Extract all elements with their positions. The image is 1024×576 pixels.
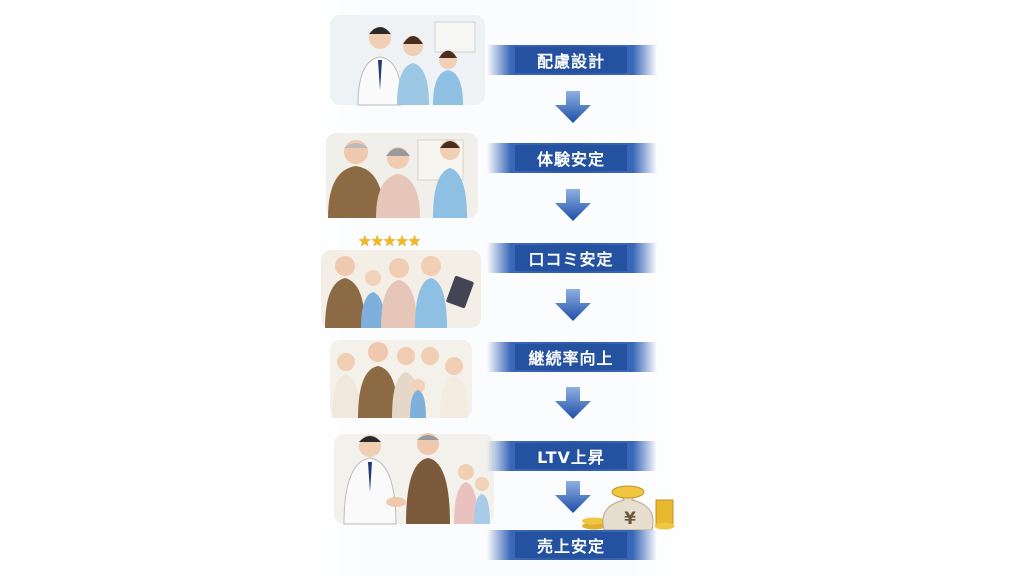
step-banner-ltv: LTV上昇 xyxy=(487,441,657,471)
multigenerational-family-illustration xyxy=(330,340,472,418)
step-banner-consideration-design: 配慮設計 xyxy=(487,45,657,75)
family-with-nurse-illustration xyxy=(321,250,481,328)
step-label: 体験安定 xyxy=(515,145,627,171)
step-banner-word-of-mouth: 口コミ安定 xyxy=(487,243,657,273)
step-label: 配慮設計 xyxy=(515,47,627,73)
down-arrow-icon xyxy=(555,481,591,513)
down-arrow-icon xyxy=(555,289,591,321)
elderly-patients-nurse-illustration xyxy=(326,133,478,218)
down-arrow-icon xyxy=(555,91,591,123)
step-banner-retention: 継続率向上 xyxy=(487,342,657,372)
down-arrow-icon xyxy=(555,189,591,221)
money-bag-coins-icon: ¥ xyxy=(582,485,675,530)
step-label: 継続率向上 xyxy=(515,344,627,370)
step-banner-experience-stability: 体験安定 xyxy=(487,143,657,173)
staff-meeting-illustration xyxy=(330,15,485,106)
step-banner-sales-stability: 売上安定 xyxy=(487,530,657,560)
doctor-handshake-illustration xyxy=(334,433,494,525)
step-label: 売上安定 xyxy=(515,532,627,558)
yen-symbol: ¥ xyxy=(624,509,636,529)
step-label: 口コミ安定 xyxy=(515,245,627,271)
down-arrow-icon xyxy=(555,387,591,419)
step-label: LTV上昇 xyxy=(515,443,627,469)
five-star-rating: ★★★★★ xyxy=(358,232,421,250)
